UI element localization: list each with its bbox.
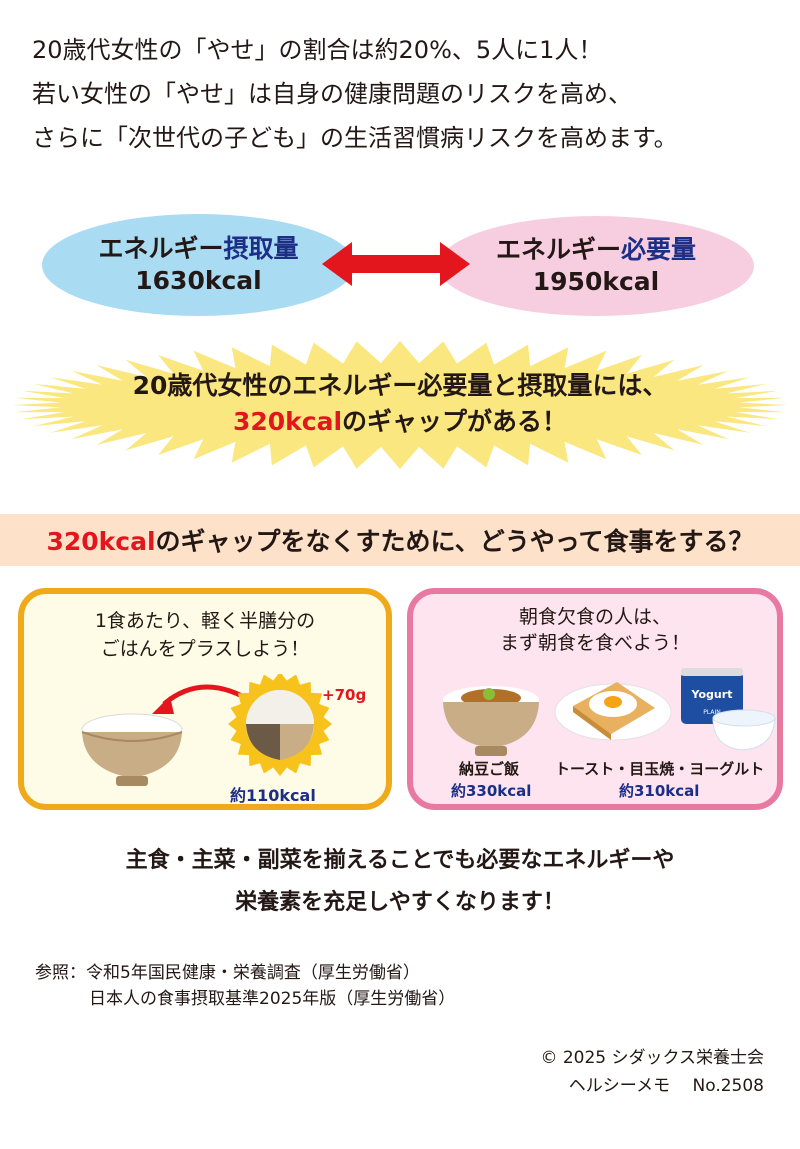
question-band: 320kcalのギャップをなくすために、どうやって食事をする？ <box>0 514 800 566</box>
double-arrow-icon <box>322 242 470 286</box>
toast-egg-icon <box>554 682 672 741</box>
need-label: エネルギー <box>495 235 621 264</box>
breakfast-panel: 朝食欠食の人は、 まず朝食を食べよう！ Yogurt PLAIN 納豆 <box>407 588 783 810</box>
intake-label: エネルギー <box>98 234 224 263</box>
toast-set-name: トースト・目玉焼・ヨーグルト <box>555 760 765 778</box>
yogurt-label: Yogurt <box>691 688 733 701</box>
toast-set-kcal: 約310kcal <box>619 782 700 800</box>
copyright-line-2: ヘルシーメモ No.2508 <box>568 1076 764 1096</box>
copyright-line-1: © 2025 シダックス栄養士会 <box>540 1048 764 1068</box>
rice-plus-grams: +70g <box>322 686 367 704</box>
references: 参照：令和5年国民健康・栄養調査（厚生労働省） 日本人の食事摂取基準2025年版… <box>35 960 455 1012</box>
intro-line-3: さらに「次世代の子ども」の生活習慣病リスクを高めます。 <box>32 124 678 152</box>
burst-line-1: 20歳代女性のエネルギー必要量と摂取量には、 <box>132 371 668 400</box>
rice-panel: 1食あたり、軽く半膳分の ごはんをプラスしよう！ +70g 約110kcal <box>18 588 392 810</box>
yogurt-icon: Yogurt PLAIN <box>681 668 776 751</box>
burst-gap: 320kcal <box>232 407 343 436</box>
burst-shape <box>12 341 788 469</box>
bottom-message: 主食・主菜・副菜を揃えることでも必要なエネルギーや 栄養素を充足しやすくなります… <box>0 840 800 924</box>
half-rice-bowl-icon <box>228 674 332 776</box>
yogurt-sub: PLAIN <box>703 709 720 716</box>
bottom-line-1: 主食・主菜・副菜を揃えることでも必要なエネルギーや <box>125 848 675 873</box>
rice-illustration <box>81 674 332 786</box>
natto-kcal: 約330kcal <box>451 782 532 800</box>
reference-item-2: 日本人の食事摂取基準2025年版（厚生労働省） <box>89 989 456 1009</box>
copyright: © 2025 シダックス栄養士会 ヘルシーメモ No.2508 <box>540 1044 764 1100</box>
natto-rice-bowl-icon <box>443 686 539 756</box>
intro-text: 20歳代女性の「やせ」の割合は約20%、5人に1人！ 若い女性の「やせ」は自身の… <box>32 28 772 160</box>
rice-title-1: 1食あたり、軽く半膳分の <box>94 610 316 632</box>
breakfast-title-2: まず朝食を食べよう！ <box>499 632 690 654</box>
intro-line-1: 20歳代女性の「やせ」の割合は約20%、5人に1人！ <box>32 36 603 64</box>
reference-item-1: 令和5年国民健康・栄養調査（厚生労働省） <box>86 963 420 983</box>
intro-line-2: 若い女性の「やせ」は自身の健康問題のリスクを高め、 <box>32 80 632 108</box>
reference-label: 参照： <box>35 963 86 983</box>
rice-bowl-icon <box>81 713 183 786</box>
need-value: 1950kcal <box>532 267 660 296</box>
question-text: のギャップをなくすために、どうやって食事をする？ <box>155 527 754 556</box>
intake-value: 1630kcal <box>135 266 262 295</box>
breakfast-title-1: 朝食欠食の人は、 <box>518 606 671 628</box>
natto-name: 納豆ご飯 <box>459 760 520 778</box>
energy-intake-ellipse: エネルギー摂取量 1630kcal <box>42 214 355 316</box>
burst-line-2: のギャップがある！ <box>342 407 568 436</box>
burst-text: 20歳代女性のエネルギー必要量と摂取量には、 320kcalのギャップがある！ <box>0 368 800 440</box>
bottom-line-2: 栄養素を充足しやすくなります！ <box>235 890 565 915</box>
intake-emph: 摂取量 <box>223 234 299 263</box>
question-gap: 320kcal <box>46 527 156 556</box>
rice-title-2: ごはんをプラスしよう！ <box>100 638 310 660</box>
need-emph: 必要量 <box>621 235 697 264</box>
rice-kcal: 約110kcal <box>230 786 316 805</box>
breakfast-illustration: Yogurt PLAIN <box>443 668 776 756</box>
energy-need-ellipse: エネルギー必要量 1950kcal <box>438 216 754 316</box>
